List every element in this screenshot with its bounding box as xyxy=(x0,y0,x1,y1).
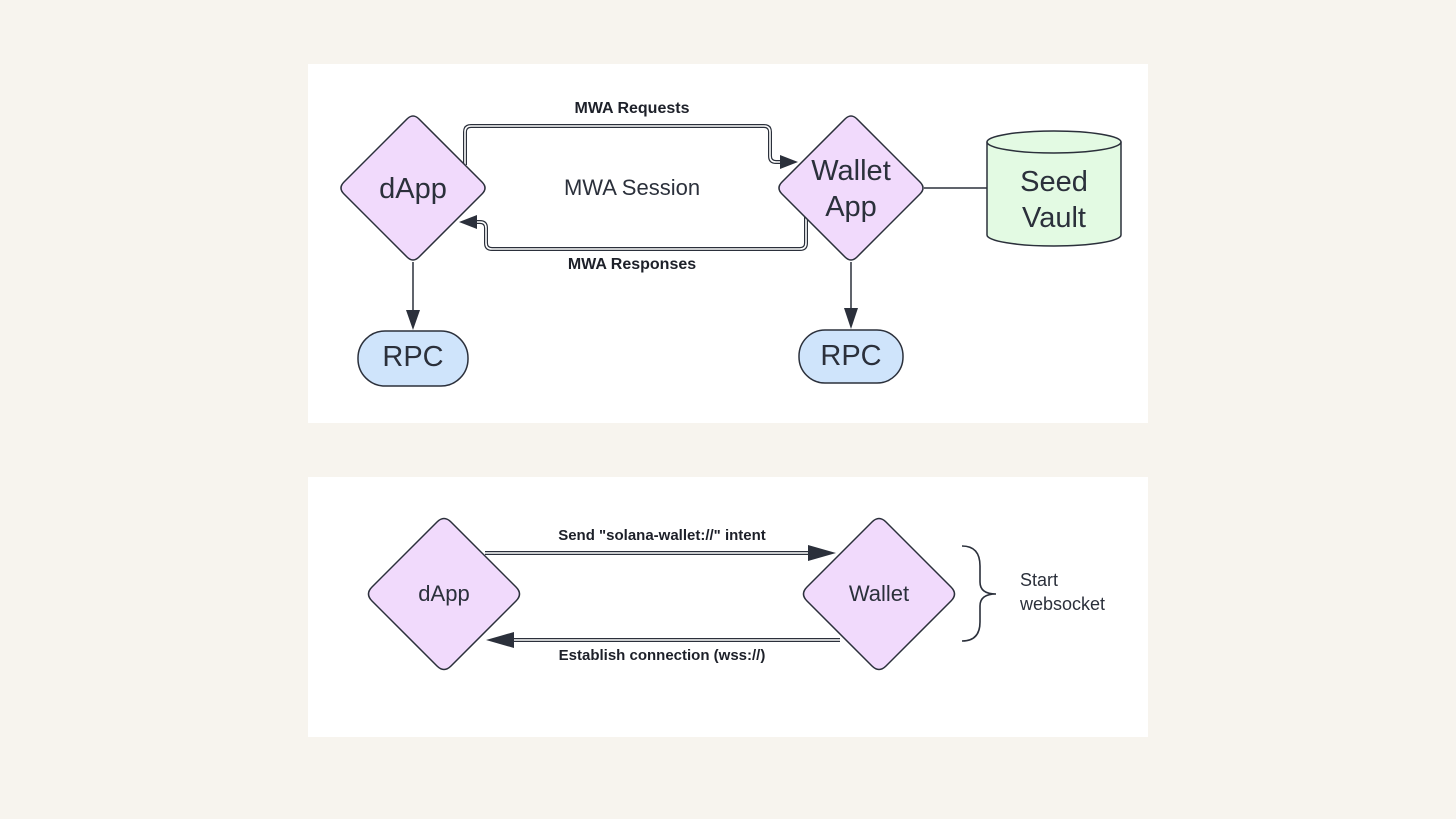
mwa-requests-connector xyxy=(463,124,798,169)
responses-arrowhead xyxy=(459,215,477,229)
mwa-responses-connector xyxy=(459,215,808,251)
dapp-node-bottom: dApp xyxy=(367,517,521,671)
mwa-session-label: MWA Session xyxy=(564,175,700,200)
requests-arrowhead xyxy=(780,155,798,169)
wallet-app-node: Wallet App xyxy=(778,115,924,261)
intent-arrowhead xyxy=(808,545,836,561)
wallet-app-label-line2: App xyxy=(825,191,877,223)
connection-arrowhead xyxy=(486,632,514,648)
dapp-label: dApp xyxy=(379,173,447,205)
mwa-requests-label: MWA Requests xyxy=(575,100,690,117)
wallet-app-label-line1: Wallet xyxy=(811,155,891,187)
rpc-node-left: RPC xyxy=(357,330,469,387)
curly-brace-icon xyxy=(961,545,997,642)
seed-vault-label-line2: Vault xyxy=(1022,202,1086,234)
seed-vault-label-line1: Seed xyxy=(1020,166,1088,198)
mwa-responses-label: MWA Responses xyxy=(568,256,696,273)
seed-vault-node: Seed Vault xyxy=(986,130,1122,247)
intent-arrow xyxy=(485,545,836,561)
intent-label: Send "solana-wallet://" intent xyxy=(558,527,766,544)
brace-label-line1: Start xyxy=(1020,570,1058,590)
dapp-rpc-arrowhead xyxy=(406,310,420,330)
wallet-rpc-arrowhead xyxy=(844,308,858,329)
rpc-node-right: RPC xyxy=(798,329,904,384)
connection-label: Establish connection (wss://) xyxy=(559,647,766,664)
brace-label-line2: websocket xyxy=(1019,594,1105,614)
dapp-bottom-label: dApp xyxy=(418,581,469,606)
rpc-right-label: RPC xyxy=(820,340,881,372)
wallet-bottom-label: Wallet xyxy=(849,581,909,606)
rpc-left-label: RPC xyxy=(382,341,443,373)
wallet-node-bottom: Wallet xyxy=(802,517,956,671)
connection-arrow xyxy=(486,632,840,648)
dapp-node: dApp xyxy=(340,115,486,261)
